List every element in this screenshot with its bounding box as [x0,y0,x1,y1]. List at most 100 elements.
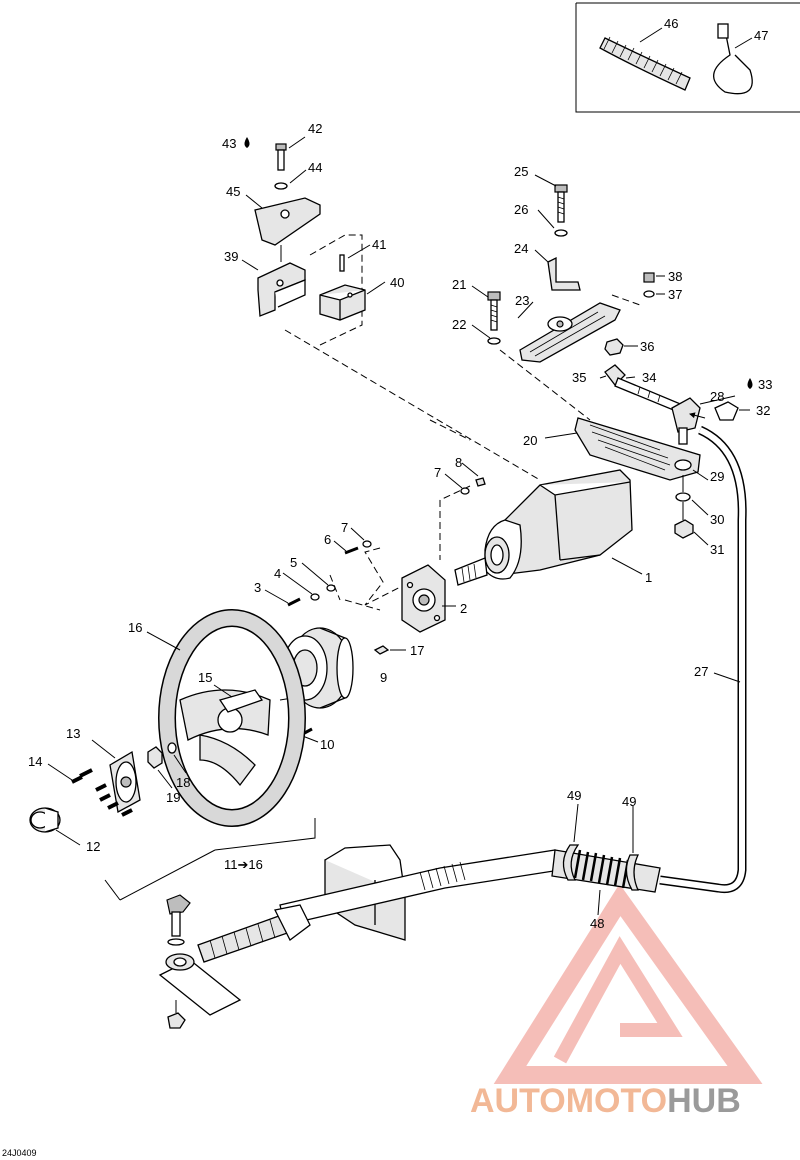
label-27: 27 [694,664,708,679]
accessory-inset [575,2,800,113]
label-9: 9 [380,670,387,685]
label-35: 35 [572,370,586,385]
washer-part-37 [643,290,655,298]
label-20: 20 [523,433,537,448]
watermark-hub: HUB [667,1082,741,1120]
label-32: 32 [756,403,770,418]
label-5: 5 [290,555,297,570]
label-34: 34 [642,370,656,385]
watermark-moto: MOTO [566,1082,667,1120]
label-29: 29 [710,469,724,484]
label-10: 10 [320,737,334,752]
clip-part-32 [714,401,739,421]
watermark-auto: AUTO [470,1082,566,1120]
throttle-lever-part-20 [574,417,701,481]
label-13: 13 [66,726,80,741]
label-48: 48 [590,916,604,931]
throttle-cable-part-27 [659,425,747,894]
clip-part-24 [547,256,581,291]
svg-text:AUTOMOTOHUB: AUTOMOTOHUB [470,1082,741,1120]
bracket-assembly [241,136,386,321]
label-11-to-16: 11➔16 [224,857,263,872]
washer-part-7b [460,487,470,495]
key-part-17 [373,645,390,655]
bolt-part-21 [487,291,501,331]
label-17: 17 [410,643,424,658]
label-21: 21 [452,277,466,292]
label-3: 3 [254,580,261,595]
label-39: 39 [224,249,238,264]
washer-part-18 [167,742,177,754]
screw-set-part-14 [71,768,133,817]
nut-part-8 [475,477,486,487]
label-41: 41 [372,237,386,252]
oil-drop-icon-33 [747,378,753,389]
washer-part-30 [675,492,691,502]
flange-part-13 [91,739,141,814]
oil-drop-icon-43 [244,137,250,148]
label-8: 8 [455,455,462,470]
label-40: 40 [390,275,404,290]
bracket-part-39 [257,262,306,317]
drawing-code: 24J0409 [2,1148,37,1158]
nut-part-31 [674,519,694,539]
label-30: 30 [710,512,724,527]
throttle-bracket-assembly [471,174,665,363]
center-pad-part-15 [218,689,264,713]
steering-housing-part-1 [454,469,643,586]
label-12: 12 [86,839,100,854]
label-6: 6 [324,532,331,547]
screw-set-3-to-8 [264,462,486,607]
lever-part-28 [671,397,701,445]
bolt-part-42 [275,143,287,171]
label-46: 46 [664,16,678,31]
watermark-logo-mark [493,883,763,1084]
pin-part-41 [339,254,345,272]
mounting-plate-part-2 [401,564,456,633]
steering-wheel-part-16 [146,609,306,827]
throttle-linkage [544,364,750,546]
label-14: 14 [28,754,42,769]
washer-part-7a [362,540,372,548]
bolt-part-38 [643,272,655,283]
assembly-dashed-lines [104,234,641,901]
label-2: 2 [460,601,467,616]
rubber-block-part-40 [319,284,366,321]
bottom-bolt [166,894,191,946]
washer-part-22 [487,337,501,345]
label-24: 24 [514,241,528,256]
label-49b: 49 [622,794,636,809]
label-28: 28 [710,389,724,404]
washer-part-44 [274,182,288,190]
label-25: 25 [514,164,528,179]
label-15: 15 [198,670,212,685]
callout-labels: 1 2 3 4 5 6 7 7 8 9 10 11➔16 12 13 14 15… [28,16,772,931]
bracket-part-23 [519,302,621,363]
label-43: 43 [222,136,236,151]
label-26: 26 [514,202,528,217]
clamp-part-49b [625,806,640,891]
label-4: 4 [274,566,281,581]
label-42: 42 [308,121,322,136]
label-44: 44 [308,160,322,175]
bracket-part-45 [254,197,321,246]
label-33: 33 [758,377,772,392]
label-31: 31 [710,542,724,557]
washer-part-4 [310,593,320,601]
label-7b: 7 [434,465,441,480]
label-45: 45 [226,184,240,199]
label-19: 19 [166,790,180,805]
label-18: 18 [176,775,190,790]
label-23: 23 [515,293,529,308]
nut-part-19 [147,746,163,769]
label-38: 38 [668,269,682,284]
cable-tie-part [713,23,753,95]
label-22: 22 [452,317,466,332]
watermark-text: AUTOMOTOHUB [470,1082,741,1120]
bolt-part-25 [554,184,568,223]
clamp-part-49a [562,803,580,881]
washer-part-5 [326,584,336,592]
cap-part-12 [29,807,61,833]
label-49a: 49 [567,788,581,803]
